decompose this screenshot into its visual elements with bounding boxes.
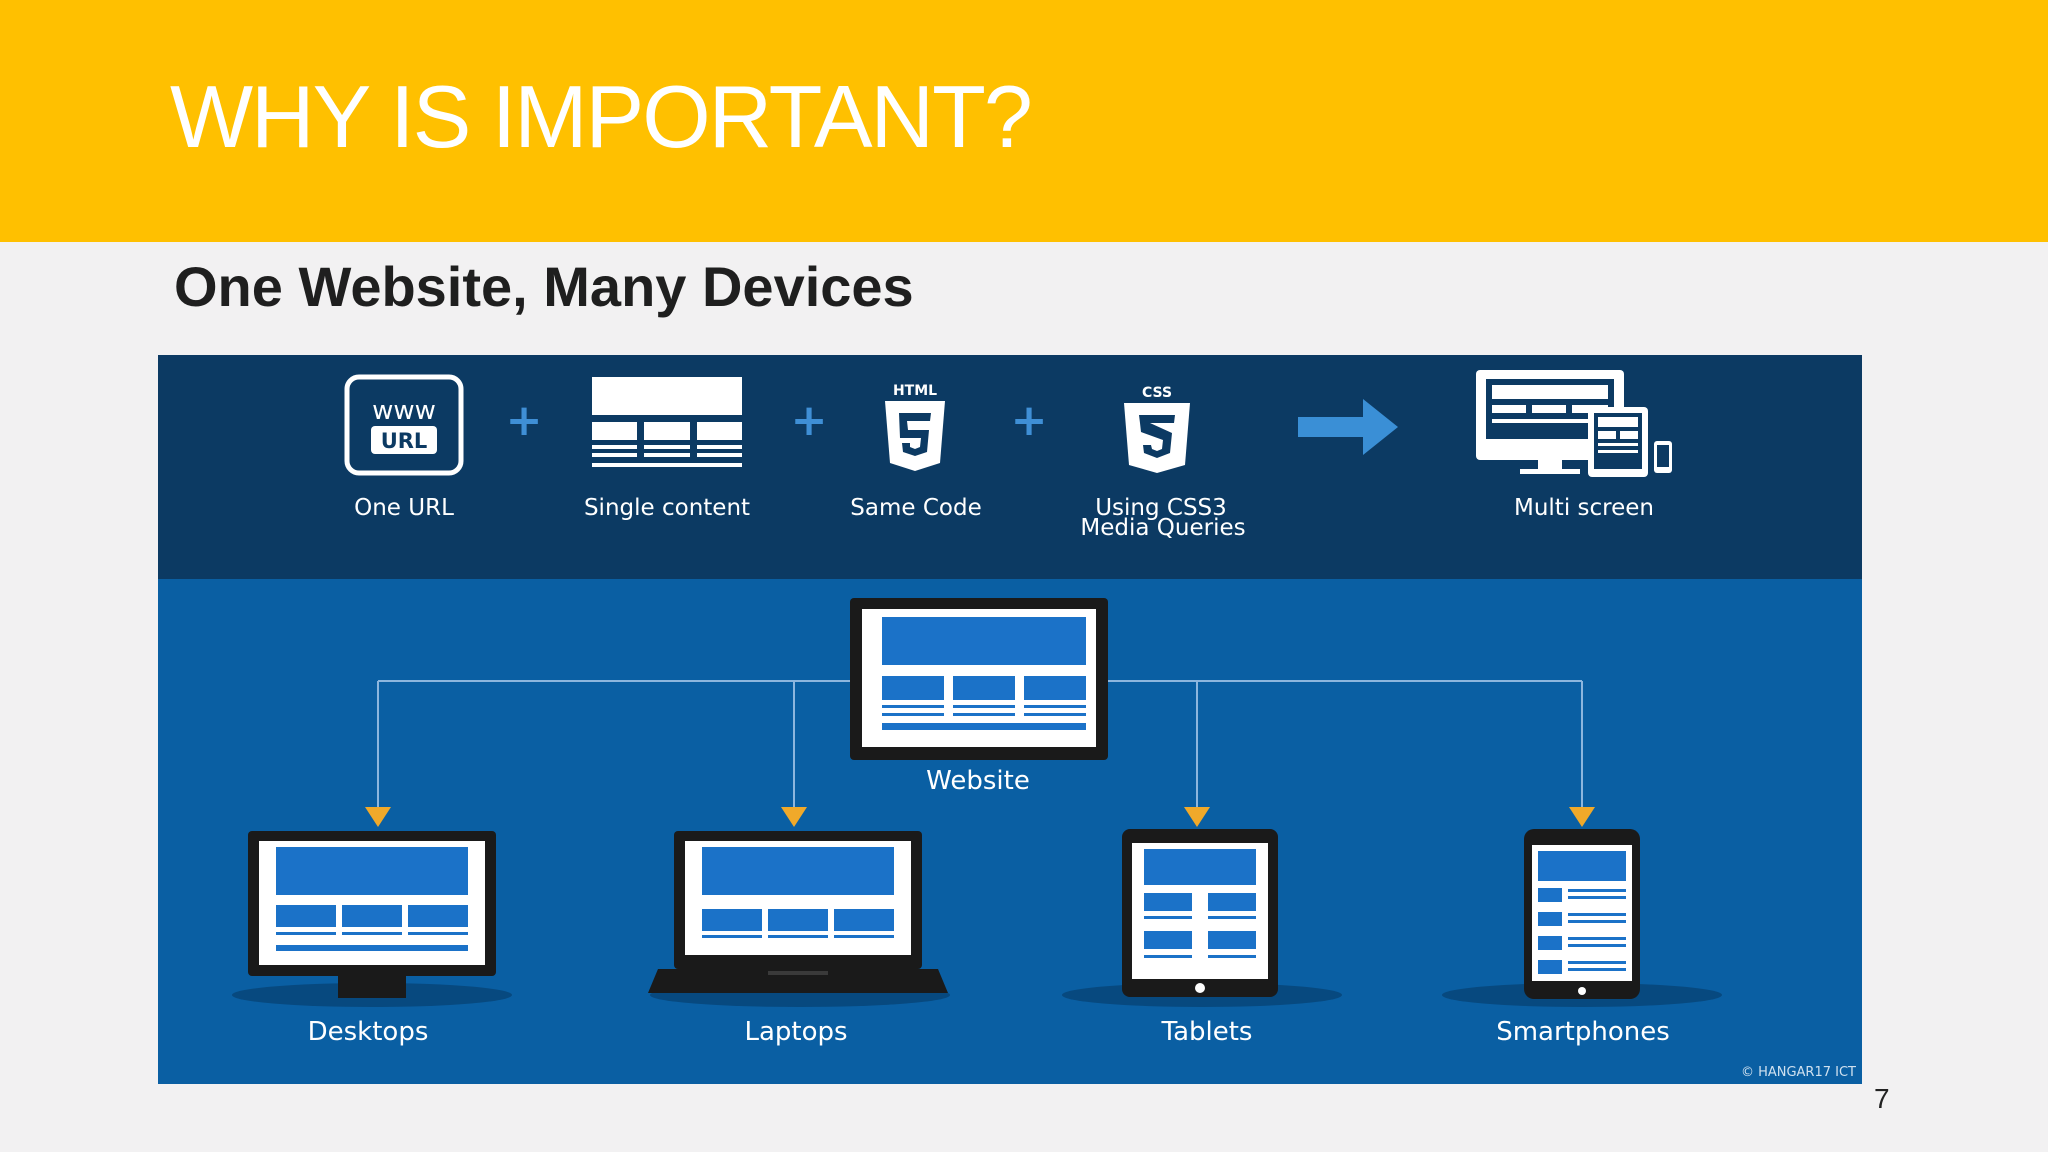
label-desktops: Desktops: [307, 1017, 429, 1047]
copyright-notice: © HANGAR17 ICT: [1740, 1065, 1856, 1080]
connector-lines: [377, 680, 1583, 807]
css-text: CSS: [1142, 385, 1172, 401]
www-text: www: [372, 396, 436, 426]
label-tablets: Tablets: [1161, 1017, 1253, 1047]
label-css3-line2: Media Queries: [1080, 515, 1246, 541]
device-shadows: [232, 983, 1722, 1007]
label-one-url: One URL: [354, 495, 454, 521]
plus-sign-3: +: [1011, 395, 1048, 446]
www-url-icon: www URL: [344, 374, 464, 476]
website-monitor-icon: [850, 598, 1108, 760]
plus-sign-2: +: [791, 395, 828, 446]
graphic-canvas: www URL + + + HTML: [158, 355, 1862, 1007]
label-multi-screen: Multi screen: [1514, 495, 1654, 521]
plus-sign-1: +: [506, 395, 543, 446]
html-text: HTML: [893, 383, 937, 399]
slide-subtitle: One Website, Many Devices: [174, 255, 914, 318]
right-arrow-icon: [1298, 399, 1398, 455]
desktop-icon: [248, 831, 496, 998]
label-same-code: Same Code: [850, 495, 982, 521]
laptop-icon: [648, 831, 948, 993]
label-laptops: Laptops: [744, 1017, 848, 1047]
label-css3-line1: Using CSS3: [1095, 495, 1227, 521]
url-text: URL: [381, 429, 428, 453]
smartphone-icon: [1524, 829, 1640, 999]
html5-icon: HTML: [885, 383, 945, 471]
label-website: Website: [926, 766, 1030, 796]
label-smartphones: Smartphones: [1496, 1017, 1670, 1047]
single-content-icon: [592, 377, 742, 467]
page-number: 7: [1874, 1083, 1890, 1114]
label-single-content: Single content: [583, 495, 751, 521]
tablet-icon: [1122, 829, 1278, 997]
multi-screen-icon: [1476, 370, 1672, 477]
title-band: WHY IS IMPORTANT?: [0, 0, 2048, 242]
connector-arrowheads: [365, 807, 1595, 827]
css3-icon: CSS: [1124, 385, 1190, 473]
responsive-design-graphic: www URL + + + HTML: [158, 355, 1862, 1084]
slide-title: WHY IS IMPORTANT?: [170, 67, 1033, 166]
